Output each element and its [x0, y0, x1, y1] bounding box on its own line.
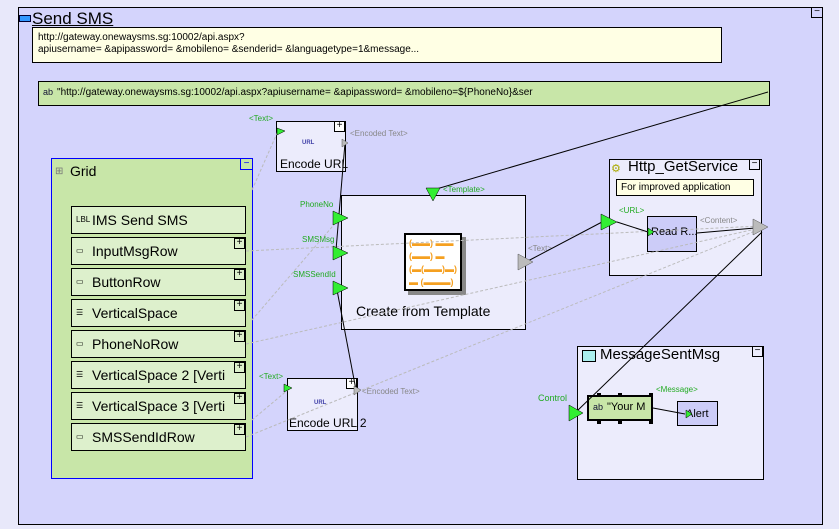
- param-label: SMSMsg: [302, 235, 335, 244]
- row-label: ButtonRow: [92, 274, 161, 290]
- collapse-button[interactable]: −: [752, 346, 763, 357]
- expand-button[interactable]: +: [234, 300, 245, 311]
- http-note[interactable]: For improved application: [616, 179, 754, 196]
- grid-row[interactable]: ▭ SMSSendIdRow +: [71, 423, 246, 451]
- expand-button[interactable]: +: [234, 238, 245, 249]
- row-label: VerticalSpace 3 [Verti: [92, 398, 226, 414]
- row-icon: ▭: [76, 277, 84, 286]
- node-label: Encode URL: [280, 157, 349, 171]
- url-note[interactable]: http://gateway.onewaysms.sg:10002/api.as…: [32, 27, 722, 63]
- grid-row[interactable]: ☰ VerticalSpace +: [71, 299, 246, 327]
- note-line-1: http://gateway.onewaysms.sg:10002/api.as…: [38, 32, 245, 43]
- text-icon: ab: [593, 402, 604, 412]
- port-label: <Encoded Text>: [362, 387, 420, 396]
- node-title: Http_GetService: [628, 158, 739, 175]
- port-label: <Text>: [259, 372, 284, 381]
- port-label: <Text>: [528, 244, 553, 253]
- grid-row[interactable]: ▭ PhoneNoRow +: [71, 330, 246, 358]
- window-icon: [582, 350, 596, 362]
- collapse-button[interactable]: −: [749, 159, 760, 170]
- spacer-icon: ☰: [76, 308, 84, 317]
- message-text: "Your M: [607, 401, 646, 413]
- expand-button[interactable]: +: [234, 362, 245, 373]
- spacer-icon: ☰: [76, 370, 84, 379]
- label-icon: LBL: [76, 215, 91, 224]
- port-label: <URL>: [619, 206, 645, 215]
- template-icon: (▬▬) ▬▬(▬▬) ▬(▬(▬▬)▬)▬ (▬▬▬): [404, 233, 462, 291]
- port-label: Control: [538, 393, 568, 403]
- container-icon: [19, 15, 31, 22]
- row-icon: ▭: [76, 432, 84, 441]
- grid-title: Grid: [70, 163, 97, 179]
- grid-row[interactable]: ☰ VerticalSpace 2 [Verti +: [71, 361, 246, 389]
- read-request-node[interactable]: Read R...: [647, 216, 697, 252]
- port-label: <Text>: [249, 114, 274, 123]
- expand-button[interactable]: +: [234, 424, 245, 435]
- grid-collapse-button[interactable]: −: [240, 158, 253, 170]
- expand-button[interactable]: +: [234, 331, 245, 342]
- spacer-icon: ☰: [76, 401, 84, 410]
- text-icon: ab: [43, 87, 54, 97]
- row-label: PhoneNoRow: [92, 336, 179, 352]
- expand-button[interactable]: +: [234, 393, 245, 404]
- gear-icon: ⚙: [611, 163, 621, 175]
- port-label: <Content>: [700, 216, 738, 225]
- row-icon: ▭: [76, 246, 84, 255]
- message-text-node[interactable]: ab"Your M: [587, 395, 653, 421]
- grid-row[interactable]: ☰ VerticalSpace 3 [Verti +: [71, 392, 246, 420]
- note-line-2: apiusername= &apipassword= &mobileno= &s…: [38, 44, 420, 55]
- port-label: <Encoded Text>: [350, 129, 408, 138]
- url-icon: URL: [302, 140, 315, 146]
- url-expression[interactable]: ab"http://gateway.onewaysms.sg:10002/api…: [38, 81, 770, 106]
- alert-node[interactable]: Alert: [677, 401, 718, 426]
- grid-row[interactable]: ▭ ButtonRow +: [71, 268, 246, 296]
- collapse-button[interactable]: −: [811, 7, 823, 18]
- row-label: IMS Send SMS: [92, 212, 188, 228]
- param-label: SMSSendId: [293, 270, 336, 279]
- expression-text: "http://gateway.onewaysms.sg:10002/api.a…: [57, 87, 533, 98]
- param-label: PhoneNo: [300, 200, 334, 209]
- expand-button[interactable]: +: [346, 378, 357, 389]
- row-label: SMSSendIdRow: [92, 429, 195, 445]
- node-label: Create from Template: [356, 303, 491, 319]
- port-label: <Message>: [656, 385, 698, 394]
- row-label: VerticalSpace 2 [Verti: [92, 367, 226, 383]
- grid-row[interactable]: ▭ InputMsgRow +: [71, 237, 246, 265]
- url-icon: URL: [314, 400, 327, 406]
- node-title: MessageSentMsg: [600, 346, 721, 363]
- port-label: <Template>: [443, 185, 485, 194]
- row-label: InputMsgRow: [92, 243, 178, 259]
- grid-icon: ⊞: [55, 166, 64, 177]
- row-label: VerticalSpace: [92, 305, 178, 321]
- expand-button[interactable]: +: [334, 121, 345, 132]
- expand-button[interactable]: +: [234, 269, 245, 280]
- page-title: Send SMS: [32, 9, 114, 28]
- node-label: Encode URL 2: [289, 416, 367, 430]
- row-icon: ▭: [76, 339, 84, 348]
